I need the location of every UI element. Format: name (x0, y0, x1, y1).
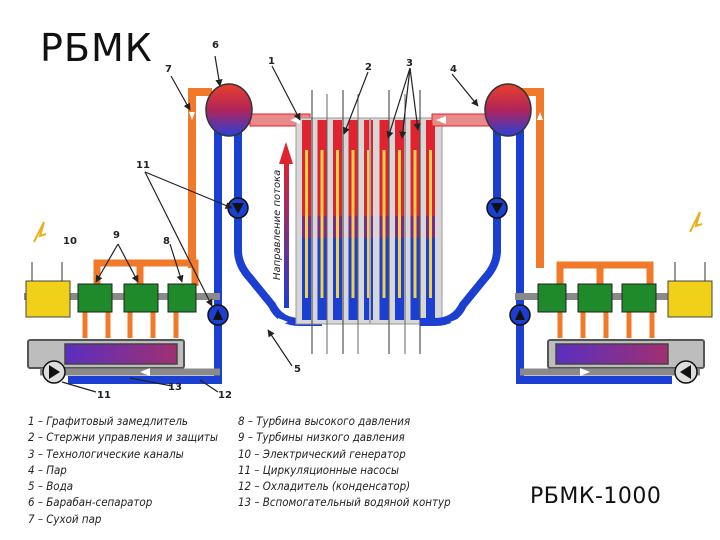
generator-right (667, 280, 713, 318)
downcomer-right (420, 128, 501, 326)
steam-header-right (556, 261, 654, 286)
fuel-channel (379, 120, 389, 320)
callout-11b: 11 (97, 390, 111, 400)
legend-item: 9 – Турбины низкого давления (238, 431, 405, 445)
flow-direction-label: Направление потока (272, 170, 283, 280)
callout-1: 1 (268, 56, 275, 67)
legend-item: 12 – Охладитель (конденсатор) (238, 480, 411, 494)
legend-item: 4 – Пар (28, 463, 67, 477)
legend-item: 13 – Вспомогательный водяной контур (238, 496, 451, 510)
callout-4: 4 (450, 64, 457, 75)
legend-right: 8 – Турбина высокого давления 9 – Турбин… (238, 414, 451, 512)
turbine-hp-left (167, 283, 197, 313)
callout-7: 7 (165, 64, 172, 75)
callout-10: 10 (63, 236, 77, 247)
turbine-lp-right-1 (577, 283, 613, 313)
fuel-channel (395, 120, 404, 320)
callout-13: 13 (168, 382, 182, 393)
legend-item: 5 – Вода (28, 480, 74, 494)
fuel-channel (333, 120, 342, 320)
shaft-left (24, 293, 220, 300)
legend-item: 8 – Турбина высокого давления (238, 415, 411, 428)
drum-separator-right (484, 83, 532, 137)
turbine-lp-right-2 (621, 283, 657, 313)
water-loop-left (68, 122, 222, 384)
generator-left (25, 280, 71, 318)
legend-item: 11 – Циркуляционные насосы (238, 463, 400, 477)
downcomer-left (234, 128, 322, 326)
rbmk-schematic: Направление потока (24, 40, 713, 400)
fuel-channel (426, 120, 435, 320)
legend-item: 3 – Технологические каналы (28, 447, 184, 461)
legend-item: 10 – Электрический генератор (238, 447, 406, 461)
exhaust-pipes-right (557, 312, 655, 338)
fuel-channel (364, 120, 373, 320)
fuel-channel (302, 120, 311, 320)
callout-6: 6 (212, 40, 219, 51)
reactor-model-label: РБМК-1000 (530, 484, 662, 509)
callout-3: 3 (406, 58, 413, 69)
callout-numbers: 1 2 3 4 5 6 7 8 9 10 11 11 12 13 (63, 40, 457, 400)
steam-header-left (93, 259, 199, 286)
drum-separator-left (205, 83, 253, 137)
exhaust-pipes-left (82, 312, 179, 338)
turbine-lp-left-1 (77, 283, 113, 313)
fuel-channels (302, 90, 435, 354)
callout-5: 5 (294, 364, 301, 375)
fuel-channel (348, 120, 358, 320)
turbine-hp-right (537, 283, 567, 313)
steam-pipe-left (188, 88, 212, 262)
legend-item: 7 – Сухой пар (28, 512, 102, 526)
flow-arrow (279, 142, 293, 164)
callout-12: 12 (218, 390, 232, 400)
legend-item: 1 – Графитовый замедлитель (28, 415, 188, 428)
legend-left: 1 – Графитовый замедлитель 2 – Стержни у… (28, 414, 218, 528)
fuel-channel (317, 120, 327, 320)
legend-item: 6 – Барабан-сепаратор (28, 496, 153, 510)
page-title: РБМК (40, 26, 153, 70)
water-loop-right (516, 122, 672, 384)
callout-2: 2 (365, 62, 372, 73)
legend-item: 2 – Стержни управления и защиты (28, 431, 219, 445)
callout-lines (61, 55, 479, 393)
turbine-lp-left-2 (123, 283, 159, 313)
callout-9: 9 (113, 230, 120, 241)
callout-8: 8 (163, 236, 170, 247)
fuel-channel (410, 120, 420, 320)
callout-11: 11 (136, 160, 150, 171)
